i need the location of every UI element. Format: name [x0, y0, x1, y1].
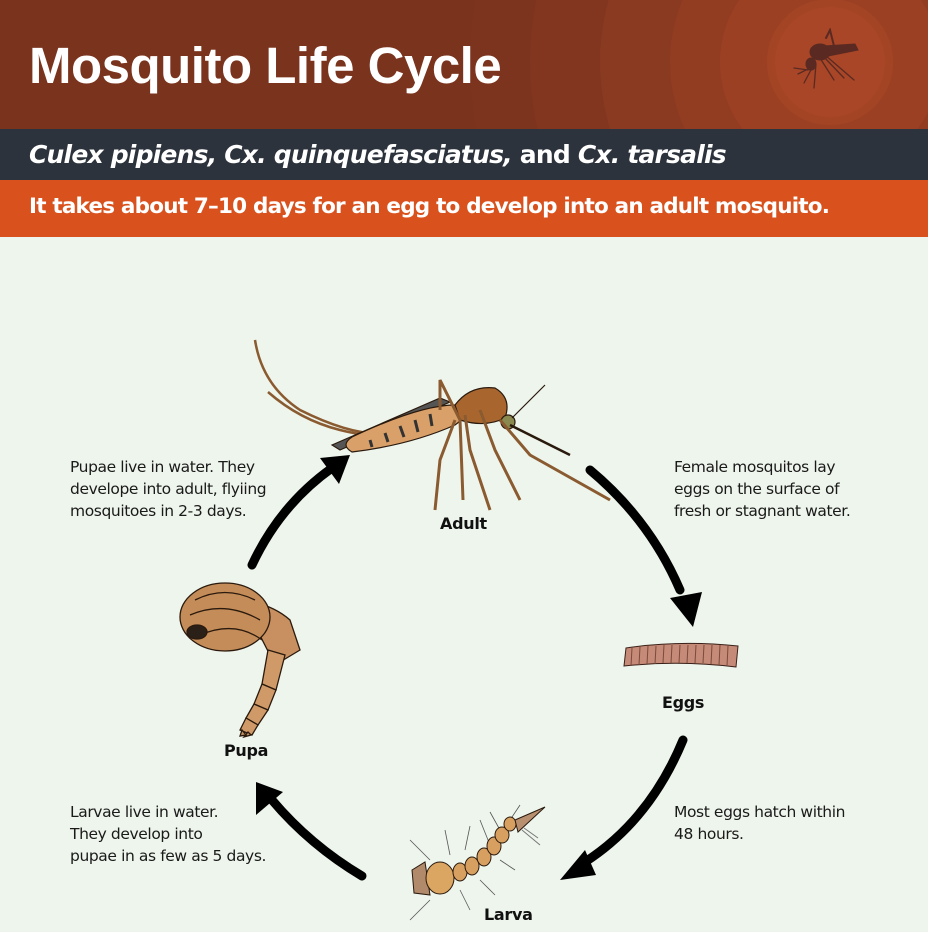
stage-label-adult: Adult: [440, 514, 487, 533]
species-name-2: Cx. tarsalis: [577, 140, 727, 169]
description-adult-to-eggs: Female mosquitos lay eggs on the surface…: [674, 458, 851, 520]
species-subtitle: Culex pipiens, Cx. quinquefasciatus, and…: [29, 140, 727, 170]
species-name-1: Culex pipiens, Cx. quinquefasciatus,: [29, 140, 513, 169]
arrow-adult-to-eggs: [585, 465, 685, 595]
larva-illustration: [409, 804, 546, 921]
description-eggs-to-larva: Most eggs hatch within 48 hours.: [674, 803, 846, 843]
arrow-larva-to-pupa: [267, 795, 367, 881]
stage-label-larva: Larva: [484, 905, 533, 924]
title-band: Mosquito Life Cycle: [0, 0, 928, 129]
arrow-eggs-to-larva: [580, 735, 688, 867]
adult-mosquito-illustration: [253, 339, 611, 511]
description-pupa-to-adult: Pupae live in water. They develope into …: [70, 458, 267, 520]
description-larva-to-pupa: Larvae live in water. They develop into …: [70, 803, 267, 865]
egg-raft-illustration: [623, 642, 739, 668]
development-time-note: It takes about 7–10 days for an egg to d…: [29, 194, 830, 219]
pupa-illustration: [179, 582, 301, 739]
mosquito-silhouette-icon: [793, 28, 859, 89]
species-joiner: and: [511, 140, 578, 169]
life-cycle-diagram: Adult Eggs Larva Pupa Pupae live in wate…: [0, 237, 928, 932]
species-band: Culex pipiens, Cx. quinquefasciatus, and…: [0, 129, 928, 180]
arrow-pupa-to-adult: [247, 463, 337, 570]
info-band: It takes about 7–10 days for an egg to d…: [0, 180, 928, 237]
stage-label-pupa: Pupa: [224, 741, 269, 760]
stage-label-eggs: Eggs: [662, 693, 705, 712]
page-title: Mosquito Life Cycle: [29, 37, 502, 94]
